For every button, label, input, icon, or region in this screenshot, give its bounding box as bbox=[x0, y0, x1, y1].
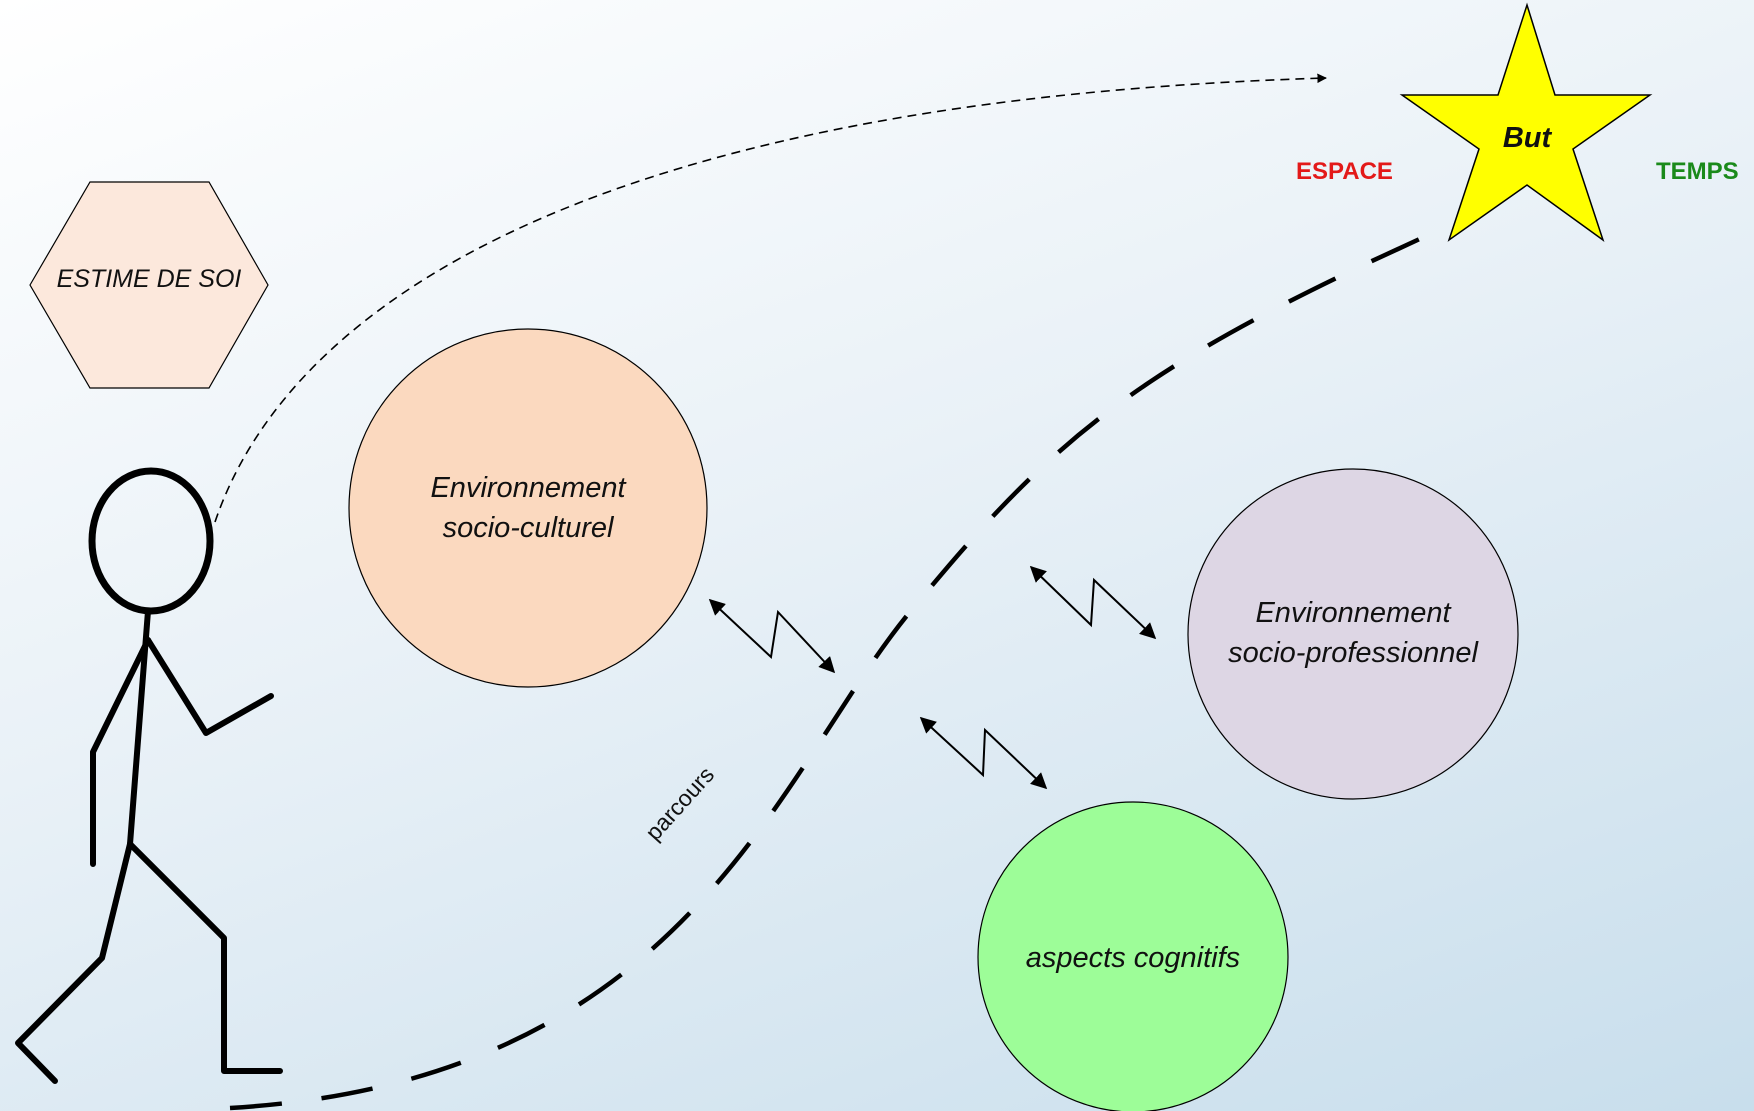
journey-path bbox=[229, 225, 1445, 1111]
self-esteem-hexagon bbox=[29, 181, 269, 389]
socio-professional-circle bbox=[1187, 468, 1519, 800]
stick-figure bbox=[15, 467, 283, 1084]
goal-star bbox=[1399, 2, 1653, 242]
cognitive-aspects-label: aspects cognitifs bbox=[1025, 942, 1241, 974]
self-esteem-label: ESTIME DE SOI bbox=[56, 265, 242, 293]
socio-cultural-label: Environnement socio-culturel bbox=[350, 468, 706, 548]
socio-cultural-line1: Environnement bbox=[430, 472, 626, 504]
cognitive-aspects-circle bbox=[977, 801, 1289, 1111]
socio-cultural-line2: socio-culturel bbox=[442, 512, 614, 544]
aspiration-arrow bbox=[214, 73, 1327, 523]
socio-professional-line2: socio-professionnel bbox=[1228, 637, 1478, 669]
goal-label: But bbox=[1502, 122, 1552, 154]
socio-professional-label: Environnement socio-professionnel bbox=[1188, 593, 1518, 673]
interaction-arrow-3 bbox=[919, 716, 1048, 790]
time-label: TEMPS bbox=[1656, 158, 1739, 185]
space-label: ESPACE bbox=[1296, 158, 1393, 185]
interaction-arrow-2 bbox=[1029, 565, 1157, 640]
socio-professional-line1: Environnement bbox=[1255, 597, 1451, 629]
socio-cultural-circle bbox=[348, 328, 708, 688]
interaction-arrow-1 bbox=[708, 598, 836, 674]
